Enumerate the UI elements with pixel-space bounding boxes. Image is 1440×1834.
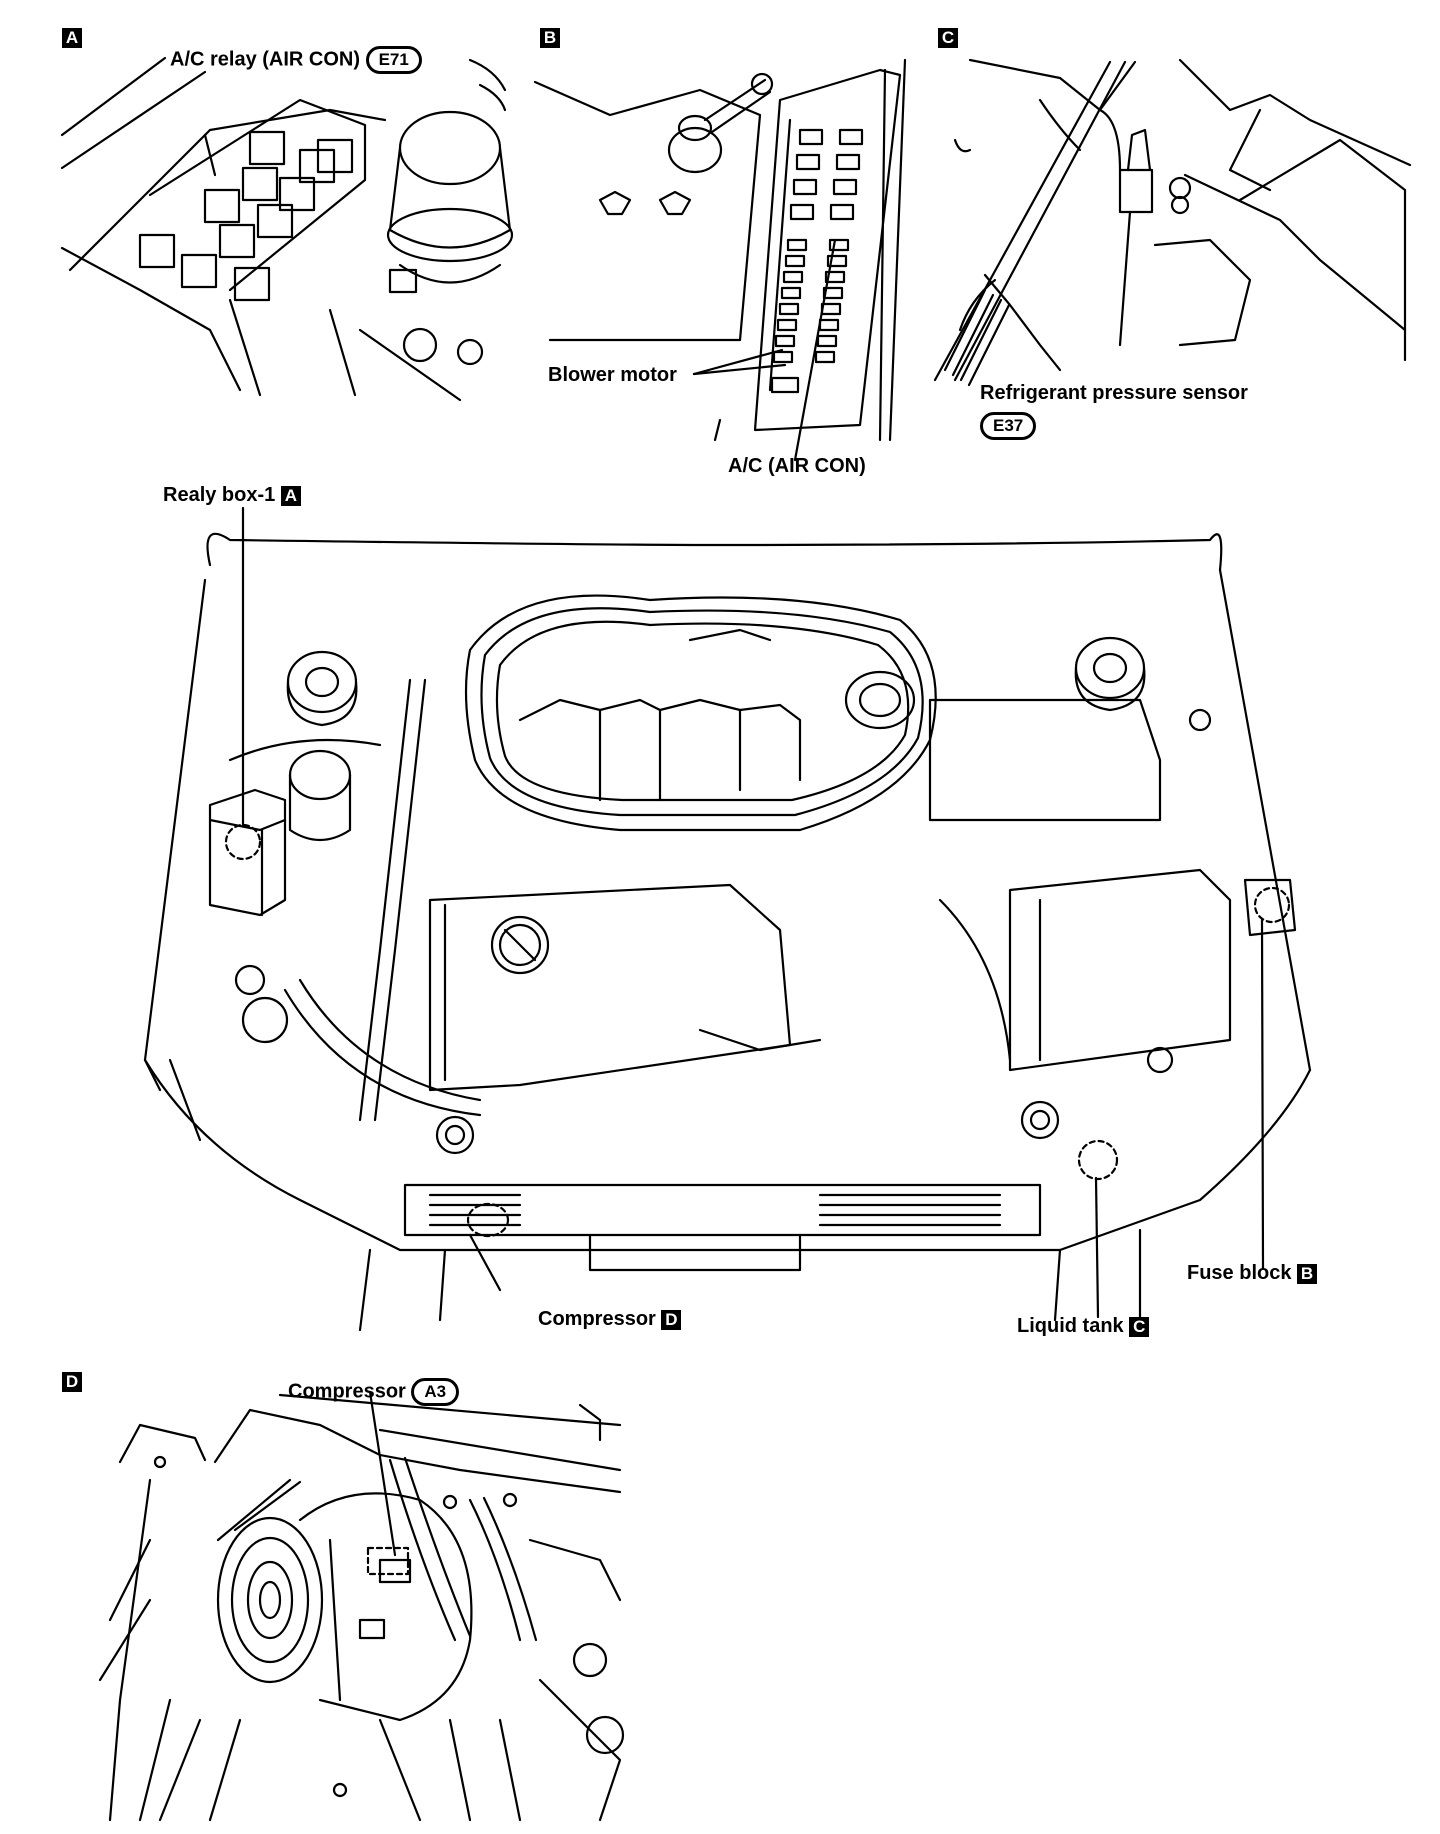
- compressor-main-label: Compressor D: [538, 1308, 682, 1330]
- panel-a-drawing: [60, 56, 514, 402]
- panel-a-tag: A: [62, 26, 82, 48]
- strut-left: [286, 650, 358, 727]
- aircon-fuse-label: A/C (AIR CON): [728, 455, 866, 477]
- relay-box-label-text: Realy box-1: [163, 484, 276, 506]
- relay-box-marker: [224, 823, 262, 861]
- liquid-tank-label-text: Liquid tank: [1017, 1315, 1124, 1337]
- ribbed-hose: [943, 288, 1011, 387]
- compressor-main-tag: D: [661, 1309, 682, 1330]
- relay-cubes: [138, 130, 354, 302]
- panel-b-drawing: [533, 58, 907, 462]
- ac-relay-label-text: A/C relay (AIR CON): [170, 48, 361, 71]
- fuse-block-marker: [1253, 886, 1291, 924]
- compressor-pulley: [216, 1516, 324, 1684]
- ac-relay-label: A/C relay (AIR CON) E71: [170, 46, 422, 74]
- panel-d-tag-text: D: [62, 1371, 82, 1392]
- refrigerant-sensor-connector-wrap: E37: [980, 412, 1037, 440]
- fuse-block-tag: B: [1297, 1263, 1318, 1284]
- compressor-main-label-text: Compressor: [538, 1308, 656, 1330]
- reservoir: [358, 110, 514, 402]
- connector-e37: E37: [980, 412, 1037, 440]
- liquid-tank-marker: [1077, 1139, 1119, 1181]
- panel-a-tag-text: A: [62, 27, 82, 48]
- compressor-connector-marker: [366, 1546, 410, 1576]
- connector-a3: A3: [411, 1378, 460, 1406]
- connector-e71: E71: [365, 46, 422, 74]
- panel-b-tag-text: B: [540, 27, 560, 48]
- panel-c-tag: C: [938, 26, 958, 48]
- panel-b-tag: B: [540, 26, 560, 48]
- liquid-tank-tag: C: [1129, 1316, 1150, 1337]
- relay-box-tag: A: [280, 485, 301, 506]
- liquid-tank-label: Liquid tank C: [1017, 1315, 1150, 1337]
- panel-d-tag: D: [62, 1370, 82, 1392]
- panel-c-tag-text: C: [938, 27, 958, 48]
- panel-c-drawing: [933, 58, 1412, 387]
- relay-box: [208, 788, 287, 917]
- strut-right: [1074, 636, 1146, 712]
- compressor-detail-label: Compressor A3: [288, 1378, 460, 1406]
- refrigerant-sensor-label: Refrigerant pressure sensor: [980, 382, 1248, 404]
- relay-box-label: Realy box-1 A: [163, 484, 301, 506]
- fuse-block-label: Fuse block B: [1187, 1262, 1318, 1284]
- fuse-rows: [772, 128, 864, 364]
- blower-motor-label: Blower motor: [548, 364, 677, 386]
- panel-d-drawing: [98, 1390, 625, 1822]
- compressor-marker: [466, 1202, 510, 1238]
- compressor-detail-label-text: Compressor: [288, 1380, 406, 1403]
- main-engine-drawing: [143, 506, 1312, 1332]
- fuse-block-label-text: Fuse block: [1187, 1262, 1292, 1284]
